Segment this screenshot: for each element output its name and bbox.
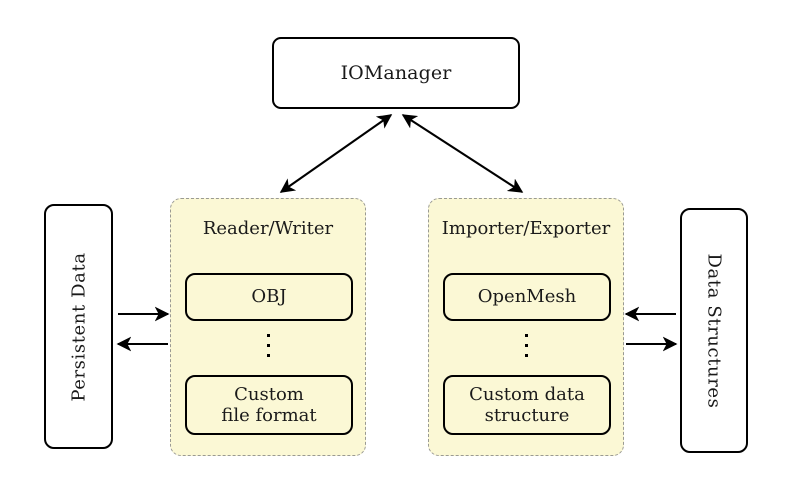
node-custom-file-format-line1: Custom <box>234 383 304 405</box>
io-manager-node[interactable]: IOManager <box>272 37 520 109</box>
arrow-manager-to-importer-exporter <box>401 114 524 193</box>
node-openmesh[interactable]: OpenMesh <box>443 273 611 321</box>
data-structures-node[interactable]: Data Structures <box>680 208 748 453</box>
importer-exporter-ellipsis-icon <box>429 334 623 357</box>
node-custom-file-format[interactable]: Custom file format <box>185 375 353 435</box>
panel-reader-writer-title: Reader/Writer <box>202 218 334 239</box>
node-custom-file-format-line2: file format <box>221 405 317 426</box>
panel-importer-exporter[interactable]: Importer/Exporter OpenMesh Custom data s… <box>428 198 624 456</box>
reader-writer-ellipsis-icon <box>171 334 365 357</box>
io-manager-label: IOManager <box>340 62 452 84</box>
node-custom-data-structure[interactable]: Custom data structure <box>443 375 611 435</box>
node-obj-label: OBJ <box>251 286 287 308</box>
panel-reader-writer[interactable]: Reader/Writer OBJ Custom file format <box>170 198 366 456</box>
persistent-data-label: Persistent Data <box>68 251 89 402</box>
node-custom-data-structure-label: Custom data structure <box>469 384 585 426</box>
node-openmesh-label: OpenMesh <box>477 286 577 308</box>
panel-importer-exporter-title: Importer/Exporter <box>441 218 611 239</box>
persistent-data-node[interactable]: Persistent Data <box>44 204 113 449</box>
node-custom-data-structure-line1: Custom data <box>469 383 585 405</box>
node-custom-data-structure-line2: structure <box>484 405 570 426</box>
data-structures-label: Data Structures <box>703 252 725 409</box>
arrow-manager-to-reader-writer <box>279 114 393 193</box>
node-custom-file-format-label: Custom file format <box>221 384 316 426</box>
node-obj[interactable]: OBJ <box>185 273 353 321</box>
